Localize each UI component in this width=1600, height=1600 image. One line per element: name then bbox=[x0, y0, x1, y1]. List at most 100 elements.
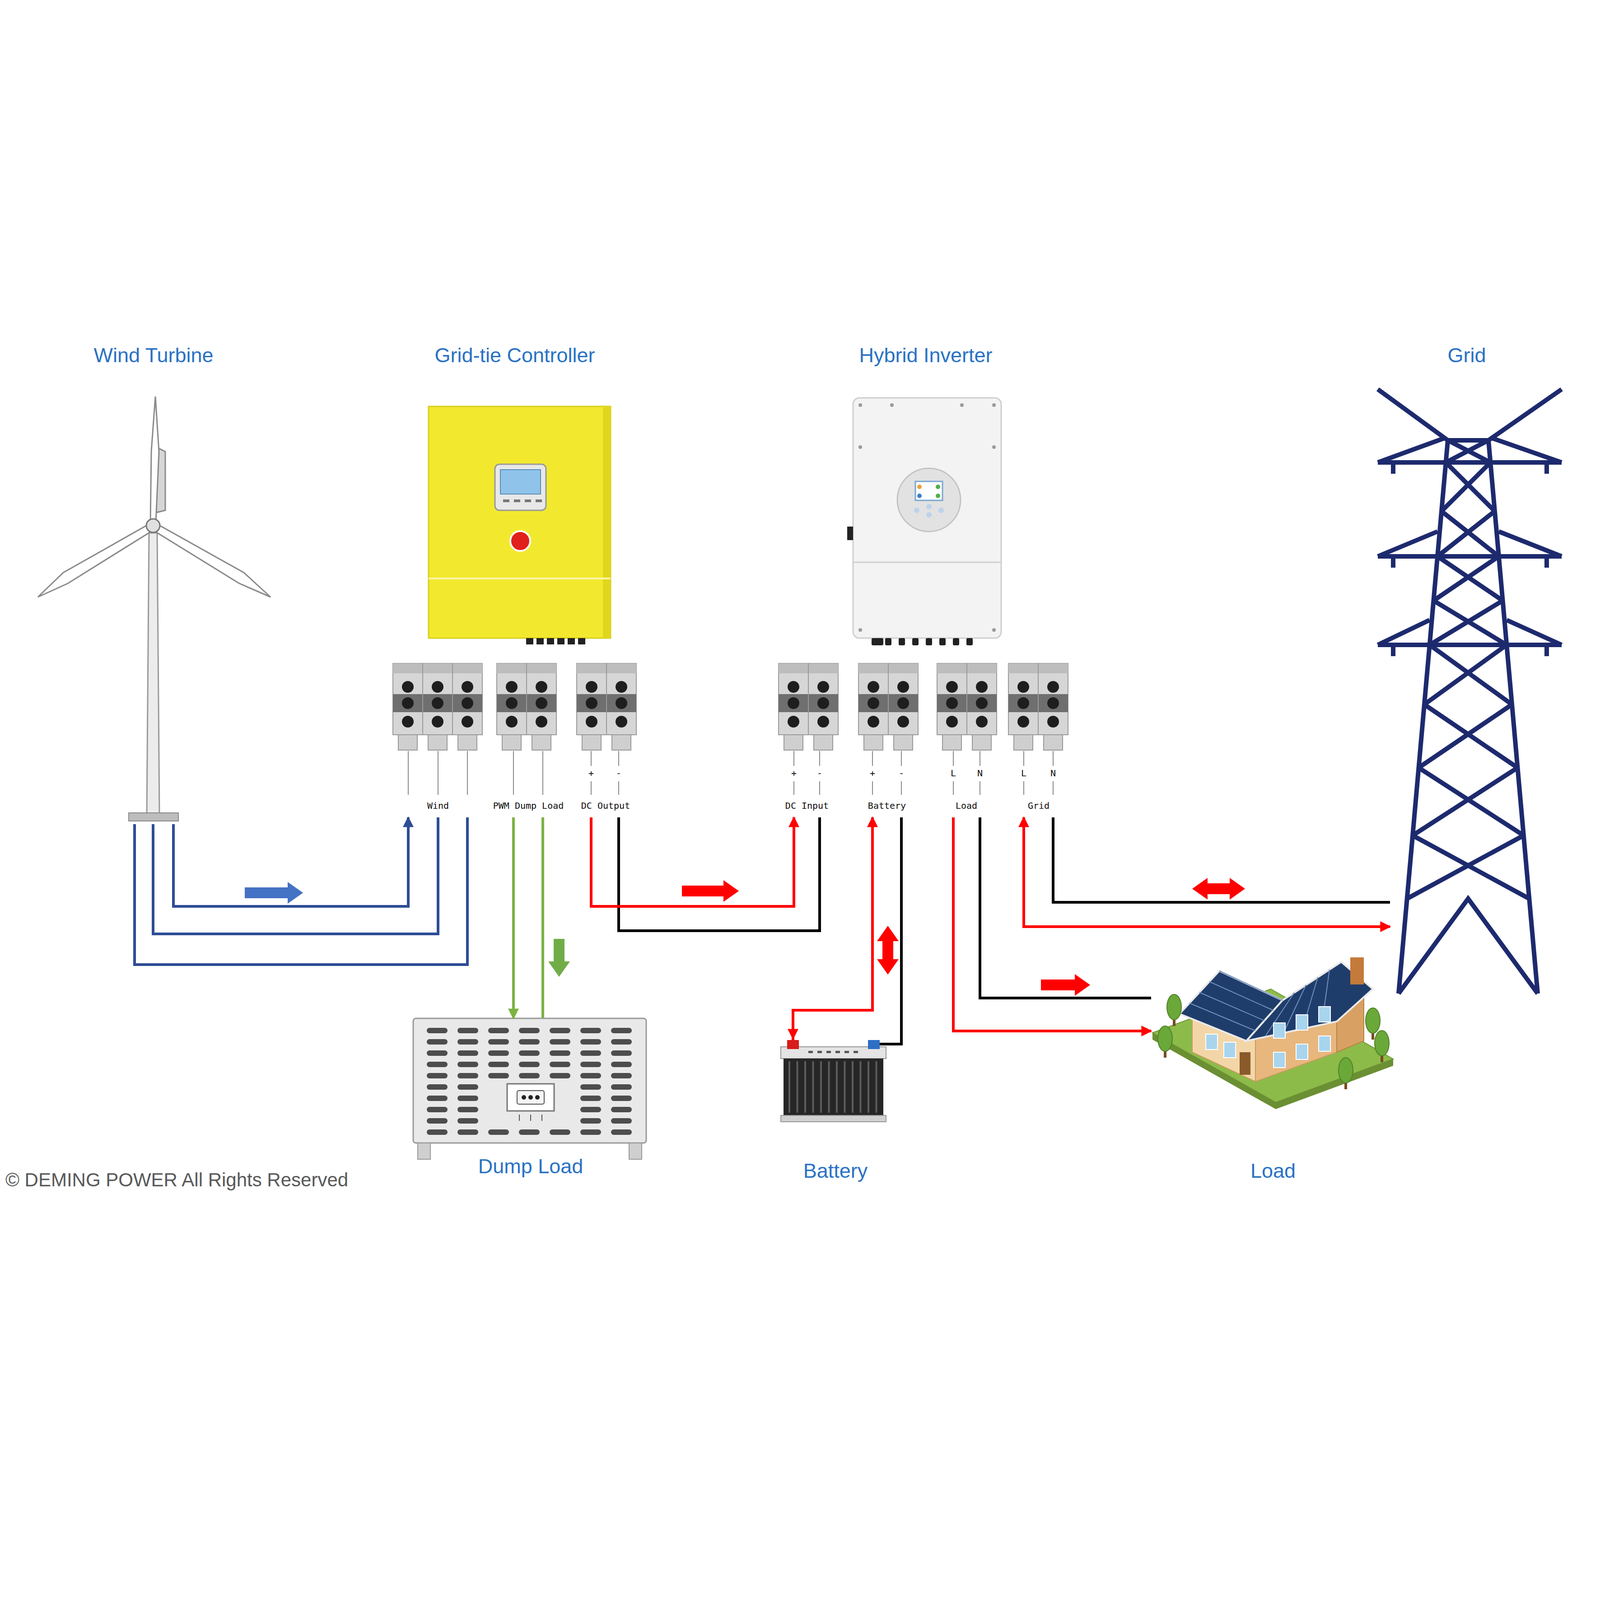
inverter-gland bbox=[952, 638, 960, 646]
terminal-block bbox=[778, 663, 839, 735]
dump-load-vent bbox=[457, 1129, 479, 1135]
controller-gland bbox=[526, 638, 534, 645]
terminal-screw bbox=[505, 697, 518, 710]
terminal-lead bbox=[952, 781, 954, 795]
dump-load-mark bbox=[518, 1114, 520, 1121]
terminal-foot bbox=[1013, 734, 1033, 751]
dump-load-vent bbox=[426, 1039, 448, 1045]
terminal-foot bbox=[457, 734, 477, 751]
terminal-lead bbox=[872, 751, 873, 766]
dump-load-vent bbox=[457, 1027, 479, 1034]
dump-load-vent bbox=[611, 1095, 632, 1101]
dump-load-foot bbox=[629, 1142, 642, 1160]
terminal-screw bbox=[535, 715, 548, 728]
terminal-lead bbox=[1052, 781, 1054, 795]
battery-rib bbox=[796, 1061, 799, 1113]
inverter-screw bbox=[858, 445, 863, 449]
terminal-screw bbox=[787, 697, 800, 710]
wind-wire bbox=[153, 817, 439, 934]
dump-load-vent bbox=[580, 1050, 602, 1056]
battery-cap-vent bbox=[853, 1050, 859, 1054]
device-heading: Hybrid Inverter bbox=[858, 343, 993, 368]
dump-load-vent bbox=[580, 1084, 602, 1090]
inverter-housing bbox=[853, 397, 1002, 639]
battery-rib bbox=[788, 1061, 791, 1113]
terminal-screw bbox=[401, 681, 414, 693]
terminal-screw bbox=[615, 715, 628, 728]
wire-connector bbox=[1023, 817, 1391, 927]
inverter-screw bbox=[858, 628, 863, 632]
solar-cell-line bbox=[1199, 992, 1265, 1022]
dump-load-pin bbox=[528, 1095, 533, 1100]
terminal-screw bbox=[787, 715, 800, 728]
dump-load-vent bbox=[488, 1039, 509, 1045]
controller-gland bbox=[546, 638, 555, 645]
battery-cap-vent bbox=[844, 1050, 849, 1054]
terminal-foot bbox=[428, 734, 448, 751]
inverter-screw bbox=[890, 403, 894, 407]
dump-load-foot bbox=[417, 1142, 431, 1160]
tower-member bbox=[1377, 554, 1562, 559]
tower-member bbox=[1418, 704, 1512, 768]
dump-load-vent bbox=[426, 1118, 448, 1124]
wind-wire bbox=[134, 817, 468, 965]
terminal-screw bbox=[975, 715, 988, 728]
dump-load-vent bbox=[426, 1061, 448, 1068]
dump-load-vent bbox=[549, 1039, 571, 1045]
device-group: Grid bbox=[1390, 343, 1544, 1003]
tower-member bbox=[1377, 437, 1447, 463]
terminal-divider bbox=[526, 663, 528, 735]
terminal-lead bbox=[900, 781, 902, 795]
terminal-foot bbox=[502, 734, 522, 751]
terminal-lead bbox=[407, 751, 409, 795]
terminal-lead bbox=[952, 751, 954, 766]
dump-load-vent bbox=[518, 1129, 540, 1135]
inverter-gland bbox=[898, 638, 905, 646]
dump-load-panel bbox=[507, 1083, 555, 1111]
tower-member bbox=[1418, 767, 1524, 836]
dump-load-vent bbox=[488, 1027, 509, 1034]
terminal-screw bbox=[1047, 715, 1059, 728]
terminal-divider bbox=[452, 663, 453, 735]
device-heading: Grid-tie Controller bbox=[434, 343, 595, 368]
battery-cap-vent bbox=[835, 1050, 840, 1054]
dump-load-vent bbox=[549, 1061, 571, 1068]
dump-load-vent bbox=[488, 1129, 509, 1135]
battery-cap-vent bbox=[808, 1050, 813, 1054]
solar-cell-line bbox=[1189, 1002, 1256, 1031]
inverter-gland bbox=[939, 638, 946, 646]
controller-key bbox=[524, 499, 532, 503]
battery-positive-terminal bbox=[787, 1040, 799, 1050]
terminal-label: - bbox=[615, 767, 622, 779]
dump-load-vent bbox=[580, 1118, 602, 1124]
tower-member bbox=[1441, 462, 1491, 512]
dump-load-mark bbox=[541, 1114, 543, 1121]
terminal-foot bbox=[813, 734, 833, 751]
terminal-screw bbox=[867, 697, 880, 710]
terminal-screw bbox=[585, 697, 598, 710]
terminal-divider bbox=[887, 663, 889, 735]
dump-load-vent bbox=[611, 1118, 632, 1124]
tower-member bbox=[1446, 440, 1489, 463]
terminal-screw bbox=[431, 697, 444, 710]
terminal-screw bbox=[1017, 681, 1030, 693]
dump-load-vent bbox=[611, 1106, 632, 1113]
device-heading: Battery bbox=[803, 1158, 868, 1184]
inverter-key bbox=[914, 507, 920, 514]
tower-member bbox=[1412, 767, 1518, 836]
flow-arrow bbox=[681, 880, 739, 902]
terminal-screw bbox=[787, 681, 800, 693]
terminal-cap bbox=[392, 663, 483, 674]
terminal-screw bbox=[897, 715, 910, 728]
terminal-lead bbox=[900, 751, 902, 766]
controller-housing bbox=[428, 406, 611, 639]
turbine-blade bbox=[150, 396, 159, 523]
tower-member bbox=[1424, 704, 1518, 768]
solar-cell-line bbox=[1219, 970, 1283, 1001]
terminal-screw bbox=[431, 715, 444, 728]
battery-rib bbox=[804, 1061, 807, 1113]
dump-load-vent bbox=[580, 1072, 602, 1079]
terminal-screw bbox=[817, 715, 830, 728]
terminal-divider bbox=[422, 663, 424, 735]
